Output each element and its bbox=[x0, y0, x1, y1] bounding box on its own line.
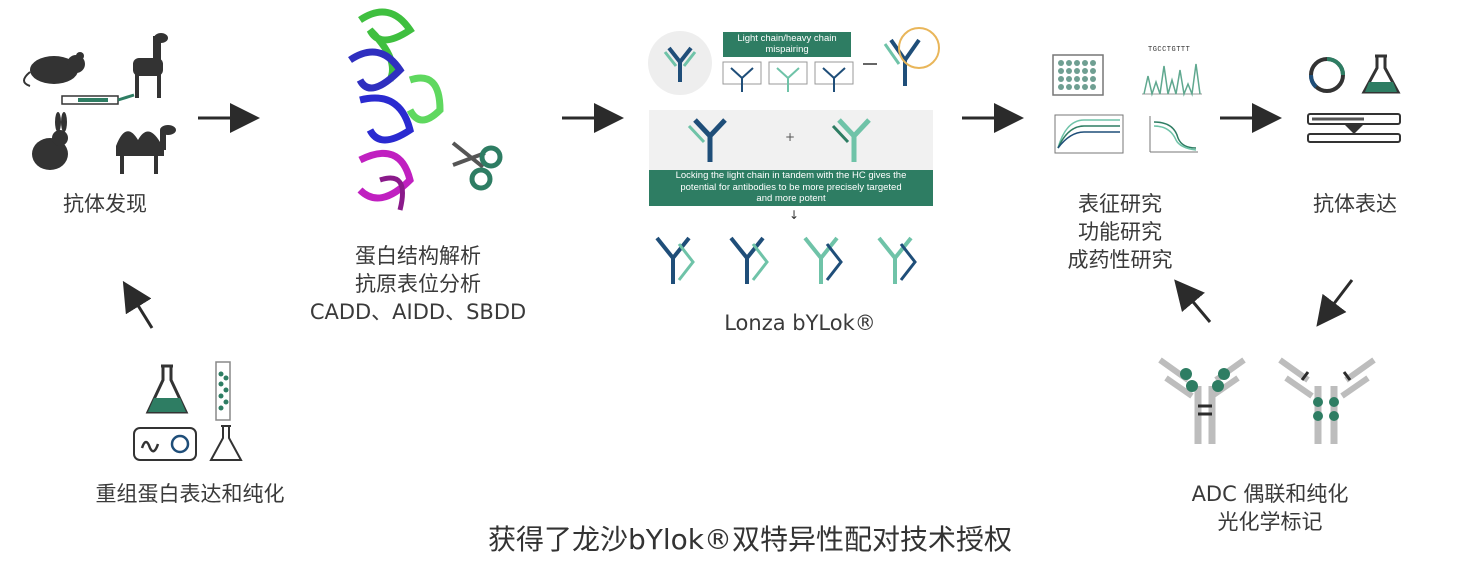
mouse-icon bbox=[23, 52, 85, 87]
bispecific-antibody bbox=[803, 236, 843, 284]
bylok-label: Lonza bYLok® bbox=[724, 311, 876, 335]
well-plate-icon bbox=[1052, 54, 1104, 96]
chromatogram-icon bbox=[1142, 63, 1202, 97]
mispairing-antibodies bbox=[722, 61, 854, 92]
recombinant-label: 重组蛋白表达和纯化 bbox=[95, 482, 285, 506]
recombinant-panel bbox=[132, 360, 244, 464]
balance-icon bbox=[1307, 113, 1401, 143]
arrow-recombinant-to-discovery bbox=[122, 280, 154, 329]
adc-line: 光化学标记 bbox=[1217, 510, 1323, 534]
rabbit-icon bbox=[32, 112, 68, 170]
flask-icon bbox=[145, 364, 189, 414]
bispecific-antibody bbox=[729, 236, 769, 284]
down-arrow: ↓ bbox=[789, 208, 800, 222]
footer-caption: 获得了龙沙bYlok®双特异性配对技术授权 bbox=[487, 523, 1012, 556]
camel-icon bbox=[116, 125, 176, 174]
syringe-icon bbox=[61, 93, 135, 105]
adc-antibodies-icon bbox=[1158, 357, 1376, 444]
heavy-chain-antibody bbox=[831, 118, 871, 162]
arrow-adc-to-characterization bbox=[1174, 279, 1212, 323]
characterization-line: 功能研究 bbox=[1078, 220, 1162, 244]
arrow-expression-to-adc bbox=[1316, 279, 1354, 327]
plus-sign: + bbox=[785, 130, 796, 144]
expression-panel bbox=[1302, 52, 1408, 148]
light-chain-antibody bbox=[687, 118, 727, 162]
scissors-icon bbox=[451, 141, 503, 191]
adc-antibody bbox=[1278, 357, 1376, 444]
characterization-line: 表征研究 bbox=[1078, 192, 1162, 216]
characterization-label: 表征研究 功能研究 成药性研究 bbox=[1040, 190, 1200, 274]
bispecific-antibody bbox=[655, 236, 695, 284]
adc-line: ADC 偶联和纯化 bbox=[1191, 482, 1349, 506]
structure-line: 抗原表位分析 bbox=[355, 272, 481, 296]
plasmid-box-icon bbox=[133, 427, 197, 461]
bylok-panel: Light chain/heavy chain mispairing + Loc… bbox=[645, 26, 945, 296]
llama-icon bbox=[133, 33, 168, 98]
structure-line: 蛋白结构解析 bbox=[355, 244, 481, 268]
antibody-circle-icon bbox=[648, 31, 712, 95]
flask-icon bbox=[209, 425, 243, 461]
structure-line: CADD、AIDD、SBDD bbox=[309, 300, 527, 324]
column-icon bbox=[215, 361, 231, 421]
sequence-text: TGCCTGTTT bbox=[1148, 46, 1191, 54]
discovery-label: 抗体发现 bbox=[63, 192, 147, 216]
locking-box: Locking the light chain in tandem with t… bbox=[649, 170, 933, 206]
step-discovery bbox=[20, 30, 190, 230]
characterization-line: 成药性研究 bbox=[1067, 248, 1173, 272]
flask-icon bbox=[1361, 54, 1401, 94]
mispairing-box: Light chain/heavy chain mispairing bbox=[723, 32, 851, 57]
expression-label: 抗体表达 bbox=[1313, 192, 1397, 216]
protein-structure-icon bbox=[348, 8, 444, 211]
sigmoid-curve-icon bbox=[1149, 116, 1198, 153]
bispecific-antibodies-row bbox=[655, 236, 917, 284]
bispecific-antibody bbox=[877, 236, 917, 284]
plasmid-icon bbox=[1309, 57, 1345, 93]
characterization-panel: TGCCTGTTT bbox=[1052, 44, 1212, 156]
adc-label: ADC 偶联和纯化 光化学标记 bbox=[1160, 480, 1380, 536]
adc-antibody bbox=[1158, 357, 1246, 444]
target-antibody-icon bbox=[863, 27, 940, 86]
structure-label: 蛋白结构解析 抗原表位分析 CADD、AIDD、SBDD bbox=[288, 242, 548, 326]
binding-curve-icon bbox=[1054, 114, 1124, 154]
